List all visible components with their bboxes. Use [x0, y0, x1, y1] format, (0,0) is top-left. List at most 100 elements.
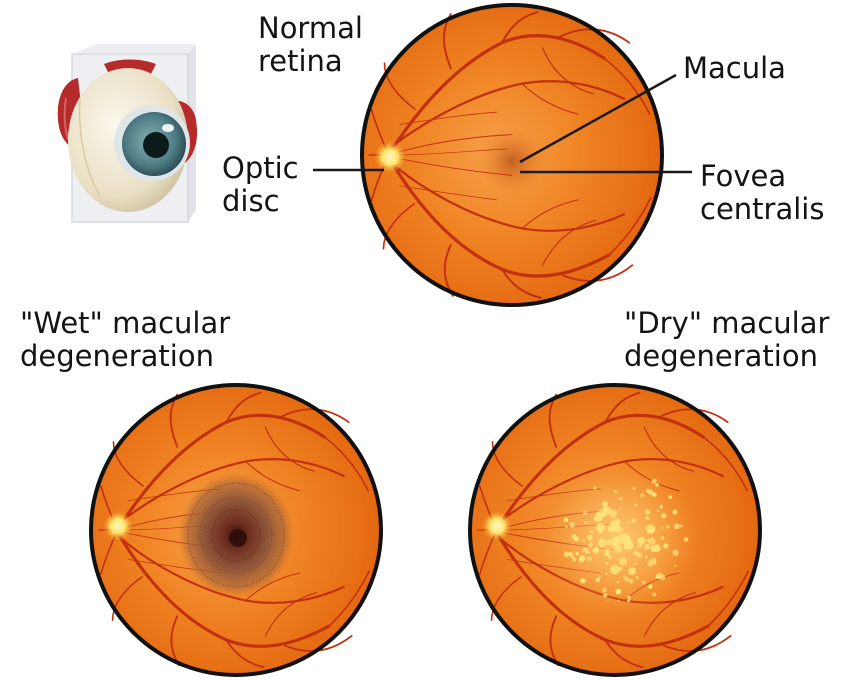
drusen-spot [634, 563, 636, 565]
drusen-spot [655, 483, 659, 487]
drusen-spot [606, 573, 608, 575]
normal-retina-label: Normal retina [258, 12, 363, 78]
drusen-spot [662, 527, 664, 529]
drusen-spot [620, 508, 622, 510]
drusen-spot [684, 537, 689, 542]
drusen-spot [660, 505, 664, 509]
wet-amd-label-line2: degeneration [20, 340, 230, 373]
drusen-spot [627, 521, 630, 524]
drusen-spot [590, 530, 593, 533]
drusen-spot [645, 509, 650, 514]
drusen-spot [586, 552, 588, 554]
drusen-spot [585, 522, 588, 525]
fovea-centralis-label-line1: Fovea [700, 160, 824, 193]
drusen-spot [646, 524, 655, 533]
dry-amd-fundus [470, 385, 760, 675]
drusen-spot [610, 565, 620, 575]
drusen-spot [646, 516, 650, 520]
drusen-spot [606, 539, 612, 545]
drusen-spot [648, 584, 653, 589]
drusen-spot [580, 578, 585, 583]
drusen-spot [651, 558, 656, 563]
drusen-spot [663, 543, 668, 548]
drusen-spot [609, 509, 618, 518]
normal-retina-fundus [362, 5, 662, 305]
drusen-spot [606, 562, 609, 565]
drusen-spot [672, 509, 677, 514]
drusen-spot [652, 593, 656, 597]
wet-amd-fundus [91, 385, 381, 675]
drusen-spot [638, 537, 646, 545]
drusen-spot [616, 589, 622, 595]
fovea-centralis-label-line2: centralis [700, 193, 824, 226]
drusen-spot [669, 495, 673, 499]
drusen-spot [607, 600, 609, 602]
drusen-spot [674, 565, 676, 567]
drusen-spot [640, 493, 644, 497]
drusen-spot [570, 554, 574, 558]
drusen-spot [657, 510, 659, 512]
drusen-spot [629, 579, 634, 584]
macula-label-text: Macula [683, 51, 786, 85]
drusen-spot [583, 547, 589, 553]
drusen-spot [651, 545, 656, 550]
drusen-spot [593, 547, 600, 554]
drusen-spot [569, 522, 575, 528]
drusen-spot [636, 576, 639, 579]
drusen-spot [633, 487, 636, 490]
fovea-centralis-label: Fovea centralis [700, 160, 824, 226]
drusen-spot [649, 538, 656, 545]
drusen-spot [608, 555, 612, 559]
drusen-spot [648, 490, 653, 495]
drusen-spot [661, 513, 666, 518]
drusen-spot [572, 534, 577, 539]
drusen-spot [623, 575, 625, 577]
optic-disc-label-line1: Optic [222, 152, 299, 185]
drusen-spot [609, 521, 619, 531]
drusen-spot [672, 550, 678, 556]
drusen-spot [599, 576, 601, 578]
drusen-spot [623, 536, 628, 541]
optic-disc-label-line2: disc [222, 185, 299, 218]
drusen-spot [614, 545, 622, 553]
wet-amd-label: "Wet" macular degeneration [20, 307, 230, 373]
drusen-spot [603, 593, 608, 598]
drusen-spot [627, 599, 630, 602]
drusen-spot [634, 504, 637, 507]
drusen-spot [587, 535, 593, 541]
drusen-spot [619, 497, 622, 500]
drusen-spot [583, 511, 587, 515]
drusen-spot [602, 501, 608, 507]
wet-amd-label-line1: "Wet" macular [20, 307, 230, 340]
drusen-spot [632, 519, 637, 524]
drusen-spot [617, 581, 620, 584]
drusen-spot [661, 536, 665, 540]
drusen-spot [587, 556, 592, 561]
drusen-spot [674, 523, 680, 529]
macula-label: Macula [683, 52, 786, 85]
eyeball-3d-icon [58, 44, 197, 222]
drusen-spot [572, 558, 576, 562]
drusen-spot [614, 490, 617, 493]
drusen-spot [680, 525, 683, 528]
optic-disc-label: Optic disc [222, 152, 299, 218]
drusen-spot [564, 552, 570, 558]
drusen-spot [628, 567, 636, 575]
drusen-spot [651, 479, 656, 484]
normal-retina-label-line1: Normal [258, 12, 363, 45]
drusen-spot [666, 525, 669, 528]
drusen-spot [644, 544, 650, 550]
drusen-spot [656, 574, 661, 579]
drusen-spot [642, 581, 645, 584]
drusen-spot [579, 557, 584, 562]
drusen-spot [588, 543, 593, 548]
drusen-spot [594, 487, 597, 490]
drusen-spot [596, 523, 605, 532]
drusen-spot [647, 539, 650, 542]
drusen-spot [602, 588, 606, 592]
drusen-spot [594, 518, 597, 521]
drusen-spot [619, 558, 627, 566]
drusen-spot [598, 539, 607, 548]
drusen-spot [618, 600, 620, 602]
